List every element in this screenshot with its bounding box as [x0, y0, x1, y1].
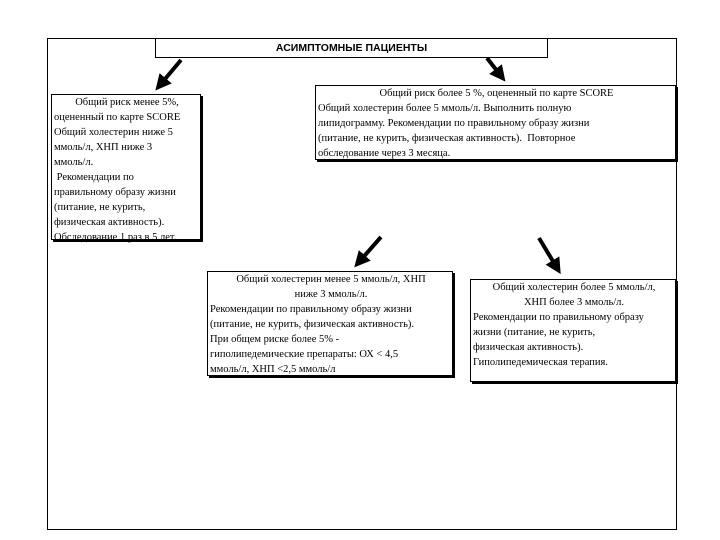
low-risk-line: оцененный по карте SCORE: [54, 112, 181, 123]
cholesterol-high-line: жизни (питание, не курить,: [473, 327, 596, 338]
arrow-to-low-risk: [155, 58, 183, 91]
arrow-to-cholesterol-high: [537, 236, 561, 275]
arrow-to-cholesterol-low: [354, 235, 383, 268]
cholesterol-high-line: физическая активность).: [473, 342, 584, 353]
cholesterol-low-line: ниже 3 ммоль/л.: [294, 289, 368, 300]
low-risk-line: Рекомендации по: [54, 172, 134, 183]
low-risk-line: Обследование 1 раз в 5 лет.: [54, 232, 177, 243]
high-risk-line: обследование через 3 месяца.: [318, 148, 451, 159]
high-risk-line: липидограмму. Рекомендации по правильном…: [318, 118, 590, 129]
cholesterol-high-line: ХНП более 3 ммоль/л.: [523, 297, 625, 308]
arrow-to-high-risk: [485, 56, 506, 82]
low-risk-line: правильному образу жизни: [54, 187, 176, 198]
cholesterol-high-line: Общий холестерин более 5 ммоль/л,: [492, 282, 656, 293]
low-risk-line: (питание, не курить,: [54, 202, 146, 213]
cholesterol-low-line: Рекомендации по правильному образу жизни: [210, 304, 412, 315]
low-risk-line: физическая активность).: [54, 217, 165, 228]
cholesterol-high-line: Гиполипедемическая терапия.: [473, 357, 608, 368]
diagram-title-text: АСИМПТОМНЫЕ ПАЦИЕНТЫ: [275, 42, 428, 54]
cholesterol-high-box: Общий холестерин более 5 ммоль/л, ХНП бо…: [470, 279, 676, 382]
low-risk-box: Общий риск менее 5%, оцененный по карте …: [51, 94, 201, 243]
low-risk-line: ммоль/л, ХНП ниже 3: [54, 142, 153, 153]
high-risk-line: (питание, не курить, физическая активнос…: [318, 133, 576, 144]
cholesterol-low-line: гиполипедемические препараты: ОХ < 4,5: [210, 349, 399, 360]
cholesterol-low-line: ммоль/л, ХНП <2,5 ммоль/л: [210, 364, 336, 375]
high-risk-line: Общий риск более 5 %, оцененный по карте…: [379, 88, 614, 99]
high-risk-line: Общий холестерин более 5 ммоль/л. Выполн…: [318, 103, 572, 114]
cholesterol-low-line: (питание, не курить, физическая активнос…: [210, 319, 415, 330]
cholesterol-low-line: При общем риске более 5% -: [210, 334, 340, 345]
low-risk-line: ммоль/л.: [54, 157, 94, 168]
diagram-title: АСИМПТОМНЫЕ ПАЦИЕНТЫ: [155, 38, 548, 58]
high-risk-box: Общий риск более 5 %, оцененный по карте…: [315, 85, 676, 160]
cholesterol-low-line: Общий холестерин менее 5 ммоль/л, ХНП: [236, 274, 426, 285]
cholesterol-high-line: Рекомендации по правильному образу: [473, 312, 644, 323]
low-risk-line: Общий риск менее 5%,: [75, 97, 179, 108]
cholesterol-low-box: Общий холестерин менее 5 ммоль/л, ХНП ни…: [207, 271, 453, 376]
low-risk-line: Общий холестерин ниже 5: [54, 127, 173, 138]
